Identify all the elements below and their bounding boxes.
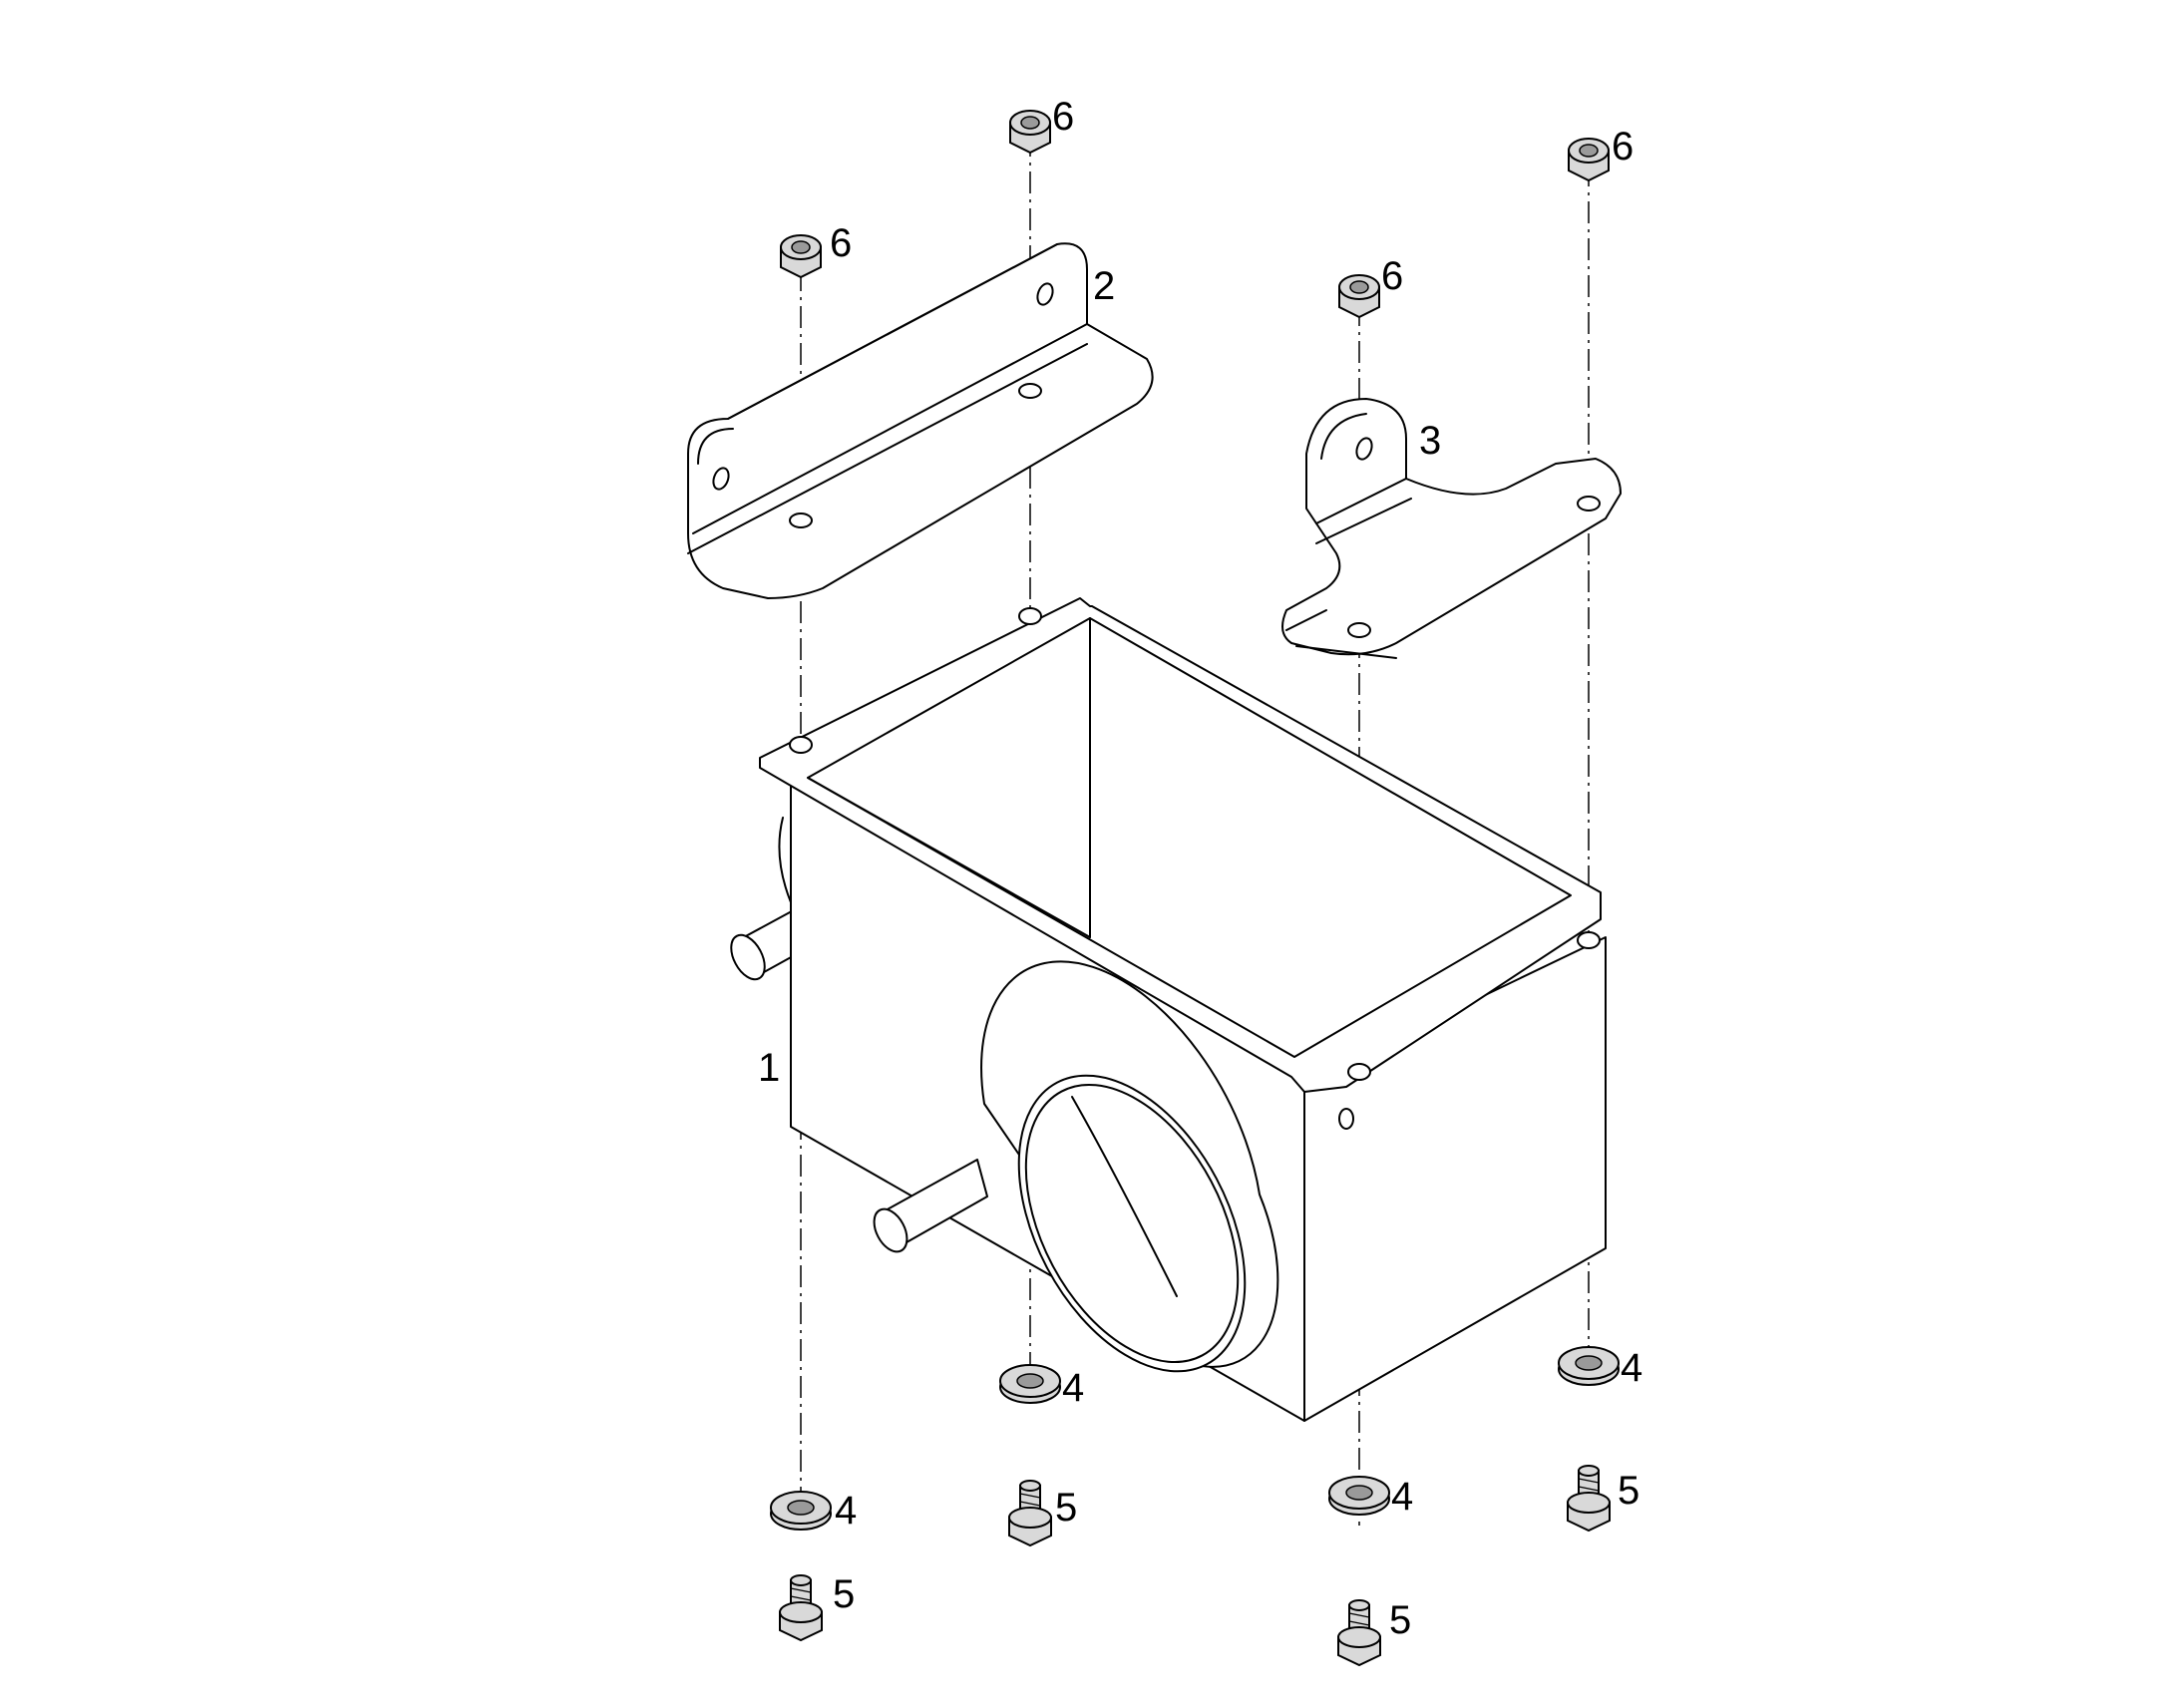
bolt	[1337, 1599, 1381, 1667]
label-part-6: 6	[1612, 125, 1634, 169]
bolt	[1567, 1465, 1611, 1533]
part-labels: 1 2 3 6 6 6 6 4 4 4 4 5 5 5 5	[758, 95, 1642, 1642]
nut	[1568, 138, 1610, 182]
washer	[770, 1491, 832, 1531]
nuts	[780, 110, 1610, 319]
washer	[1558, 1346, 1620, 1386]
nut	[780, 234, 822, 279]
part-long-bracket	[687, 242, 1154, 599]
bolts	[779, 1465, 1611, 1667]
washer	[1328, 1476, 1390, 1516]
label-part-5: 5	[833, 1572, 855, 1616]
bolt	[779, 1574, 823, 1642]
label-part-5: 5	[1055, 1486, 1077, 1530]
washers	[770, 1346, 1620, 1531]
label-part-4: 4	[1621, 1346, 1642, 1390]
nut	[1009, 110, 1051, 155]
label-part-5: 5	[1389, 1598, 1411, 1642]
label-part-4: 4	[835, 1489, 857, 1533]
label-part-3: 3	[1419, 419, 1441, 463]
part-box	[730, 597, 1607, 1422]
label-part-6: 6	[1052, 95, 1074, 139]
label-part-6: 6	[1381, 254, 1403, 298]
label-part-4: 4	[1391, 1475, 1413, 1519]
label-part-1: 1	[758, 1046, 780, 1090]
bolt	[1008, 1480, 1052, 1547]
part-short-bracket	[1281, 398, 1622, 659]
label-part-5: 5	[1618, 1469, 1639, 1513]
label-part-4: 4	[1062, 1366, 1084, 1410]
label-part-2: 2	[1093, 264, 1115, 308]
label-part-6: 6	[830, 221, 852, 265]
washer	[999, 1364, 1061, 1404]
nut	[1338, 274, 1380, 319]
